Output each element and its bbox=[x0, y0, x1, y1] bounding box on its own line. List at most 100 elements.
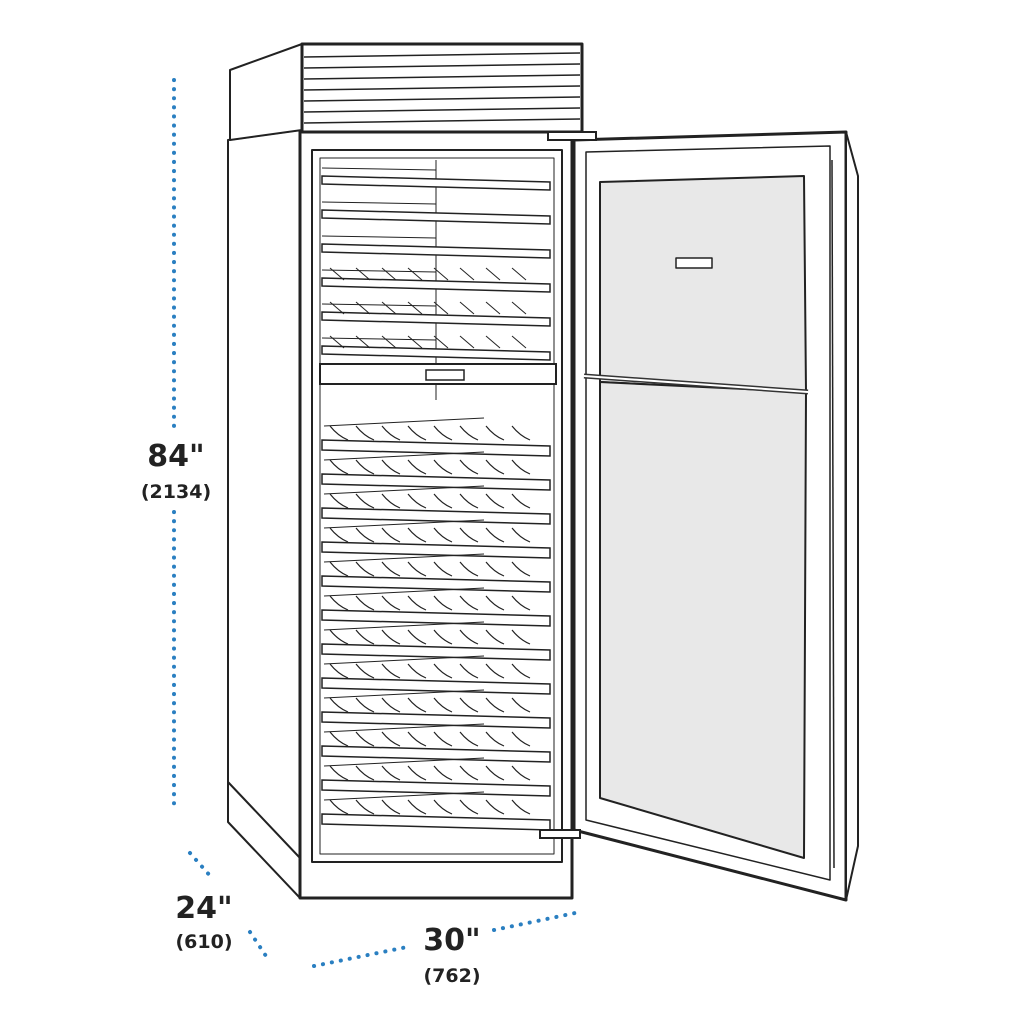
bottle-rack bbox=[321, 689, 551, 729]
bottle-cradle bbox=[433, 527, 453, 543]
bottle-rack-front bbox=[321, 439, 551, 457]
bottle-cradle bbox=[355, 595, 375, 611]
upper-rack-rail bbox=[321, 337, 437, 341]
bottle-cradle bbox=[459, 629, 479, 645]
bottle-cradle bbox=[485, 459, 505, 475]
bottle-rack-back-rail bbox=[323, 655, 485, 665]
upper-rack bbox=[321, 335, 551, 361]
grille-slats bbox=[303, 52, 581, 124]
bottle-rack-back-rail bbox=[323, 723, 485, 733]
bottle-cradle bbox=[485, 663, 505, 679]
bottle-rack-front bbox=[321, 609, 551, 627]
door-edge bbox=[845, 131, 859, 901]
upper-rack bbox=[321, 301, 551, 327]
bottle-cradle bbox=[407, 731, 427, 747]
bottle-cradle bbox=[485, 425, 505, 441]
bottle-cradle bbox=[381, 425, 401, 441]
bottle-rack bbox=[321, 451, 551, 491]
bottle-cradle bbox=[459, 731, 479, 747]
upper-rack-rail bbox=[321, 167, 437, 171]
dimension-labels: 84" (2134) 24" (610) 30" (762) bbox=[141, 439, 481, 987]
bottle-cradle bbox=[407, 595, 427, 611]
upper-rack-wire bbox=[511, 335, 527, 349]
bottle-cradle bbox=[433, 561, 453, 577]
door-glass-divider-highlight bbox=[583, 375, 809, 393]
bottle-rack bbox=[321, 485, 551, 525]
bottle-cradle bbox=[485, 697, 505, 713]
bottle-cradle bbox=[433, 765, 453, 781]
bottle-cradle bbox=[329, 425, 349, 441]
bottle-rack-back-rail bbox=[323, 791, 485, 801]
upper-rack-wire bbox=[511, 267, 527, 281]
bottle-rack-back-rail bbox=[323, 417, 485, 427]
bottle-cradle bbox=[381, 765, 401, 781]
bottle-rack bbox=[321, 553, 551, 593]
upper-rack bbox=[321, 235, 551, 259]
depth-inches-label: 24" bbox=[175, 891, 232, 926]
grille-slat bbox=[303, 63, 581, 69]
bottle-cradle bbox=[485, 765, 505, 781]
upper-rack-rail bbox=[321, 235, 437, 239]
cabinet-side-panel bbox=[227, 129, 301, 899]
bottle-cradle bbox=[511, 561, 531, 577]
bottle-rack-back-rail bbox=[323, 757, 485, 767]
bottle-cradle bbox=[459, 697, 479, 713]
upper-rack-wire bbox=[355, 301, 371, 315]
grille-slat bbox=[303, 96, 581, 102]
bottle-cradle bbox=[407, 527, 427, 543]
bottle-cradle bbox=[355, 731, 375, 747]
upper-rack-wire bbox=[433, 267, 449, 281]
bottle-rack bbox=[321, 621, 551, 661]
bottle-cradle bbox=[407, 425, 427, 441]
depth-mm-label: (610) bbox=[175, 931, 232, 953]
bottle-cradle bbox=[381, 527, 401, 543]
bottle-cradle bbox=[355, 765, 375, 781]
bottle-cradle bbox=[329, 663, 349, 679]
upper-rack-front bbox=[321, 277, 551, 293]
bottle-cradle bbox=[381, 493, 401, 509]
bottle-cradle bbox=[381, 561, 401, 577]
upper-rack-rail bbox=[321, 201, 437, 205]
temperature-display bbox=[425, 369, 465, 381]
bottle-cradle bbox=[381, 799, 401, 815]
bottle-rack-front bbox=[321, 575, 551, 593]
bottle-cradle bbox=[355, 561, 375, 577]
bottle-cradle bbox=[511, 493, 531, 509]
bottle-rack-back-rail bbox=[323, 621, 485, 631]
bottle-cradle bbox=[329, 799, 349, 815]
upper-rack-wire bbox=[459, 301, 475, 315]
bottle-rack-back-rail bbox=[323, 689, 485, 699]
width-inches-label: 30" bbox=[423, 923, 480, 958]
bottle-cradle bbox=[511, 459, 531, 475]
grille-slat bbox=[303, 107, 581, 113]
bottle-cradle bbox=[511, 629, 531, 645]
bottle-cradle bbox=[355, 799, 375, 815]
bottle-rack-front bbox=[321, 677, 551, 695]
zone-divider bbox=[319, 363, 557, 385]
width-dimension-line-left bbox=[312, 944, 414, 968]
bottle-cradle bbox=[459, 799, 479, 815]
dimension-guides bbox=[172, 78, 582, 968]
grille-slat bbox=[303, 85, 581, 91]
cabinet-interior bbox=[311, 149, 563, 863]
upper-rack-front bbox=[321, 243, 551, 259]
bottle-cradle bbox=[329, 595, 349, 611]
upper-rack-wire bbox=[433, 301, 449, 315]
upper-rack-rail bbox=[321, 303, 437, 307]
bottle-cradle bbox=[485, 629, 505, 645]
bottle-cradle bbox=[355, 697, 375, 713]
bottle-cradle bbox=[329, 527, 349, 543]
width-dimension-line-right bbox=[492, 910, 582, 932]
bottle-cradle bbox=[459, 595, 479, 611]
door-inner-frame bbox=[585, 145, 831, 881]
bottle-cradle bbox=[511, 697, 531, 713]
bottle-cradle bbox=[433, 595, 453, 611]
bottle-rack-front bbox=[321, 473, 551, 491]
height-mm-label: (2134) bbox=[141, 481, 211, 503]
upper-rack-wire bbox=[381, 267, 397, 281]
upper-racks bbox=[321, 167, 551, 361]
bottle-cradle bbox=[329, 765, 349, 781]
upper-rack-wire bbox=[407, 301, 423, 315]
bottle-cradle bbox=[355, 629, 375, 645]
bottle-cradle bbox=[355, 459, 375, 475]
